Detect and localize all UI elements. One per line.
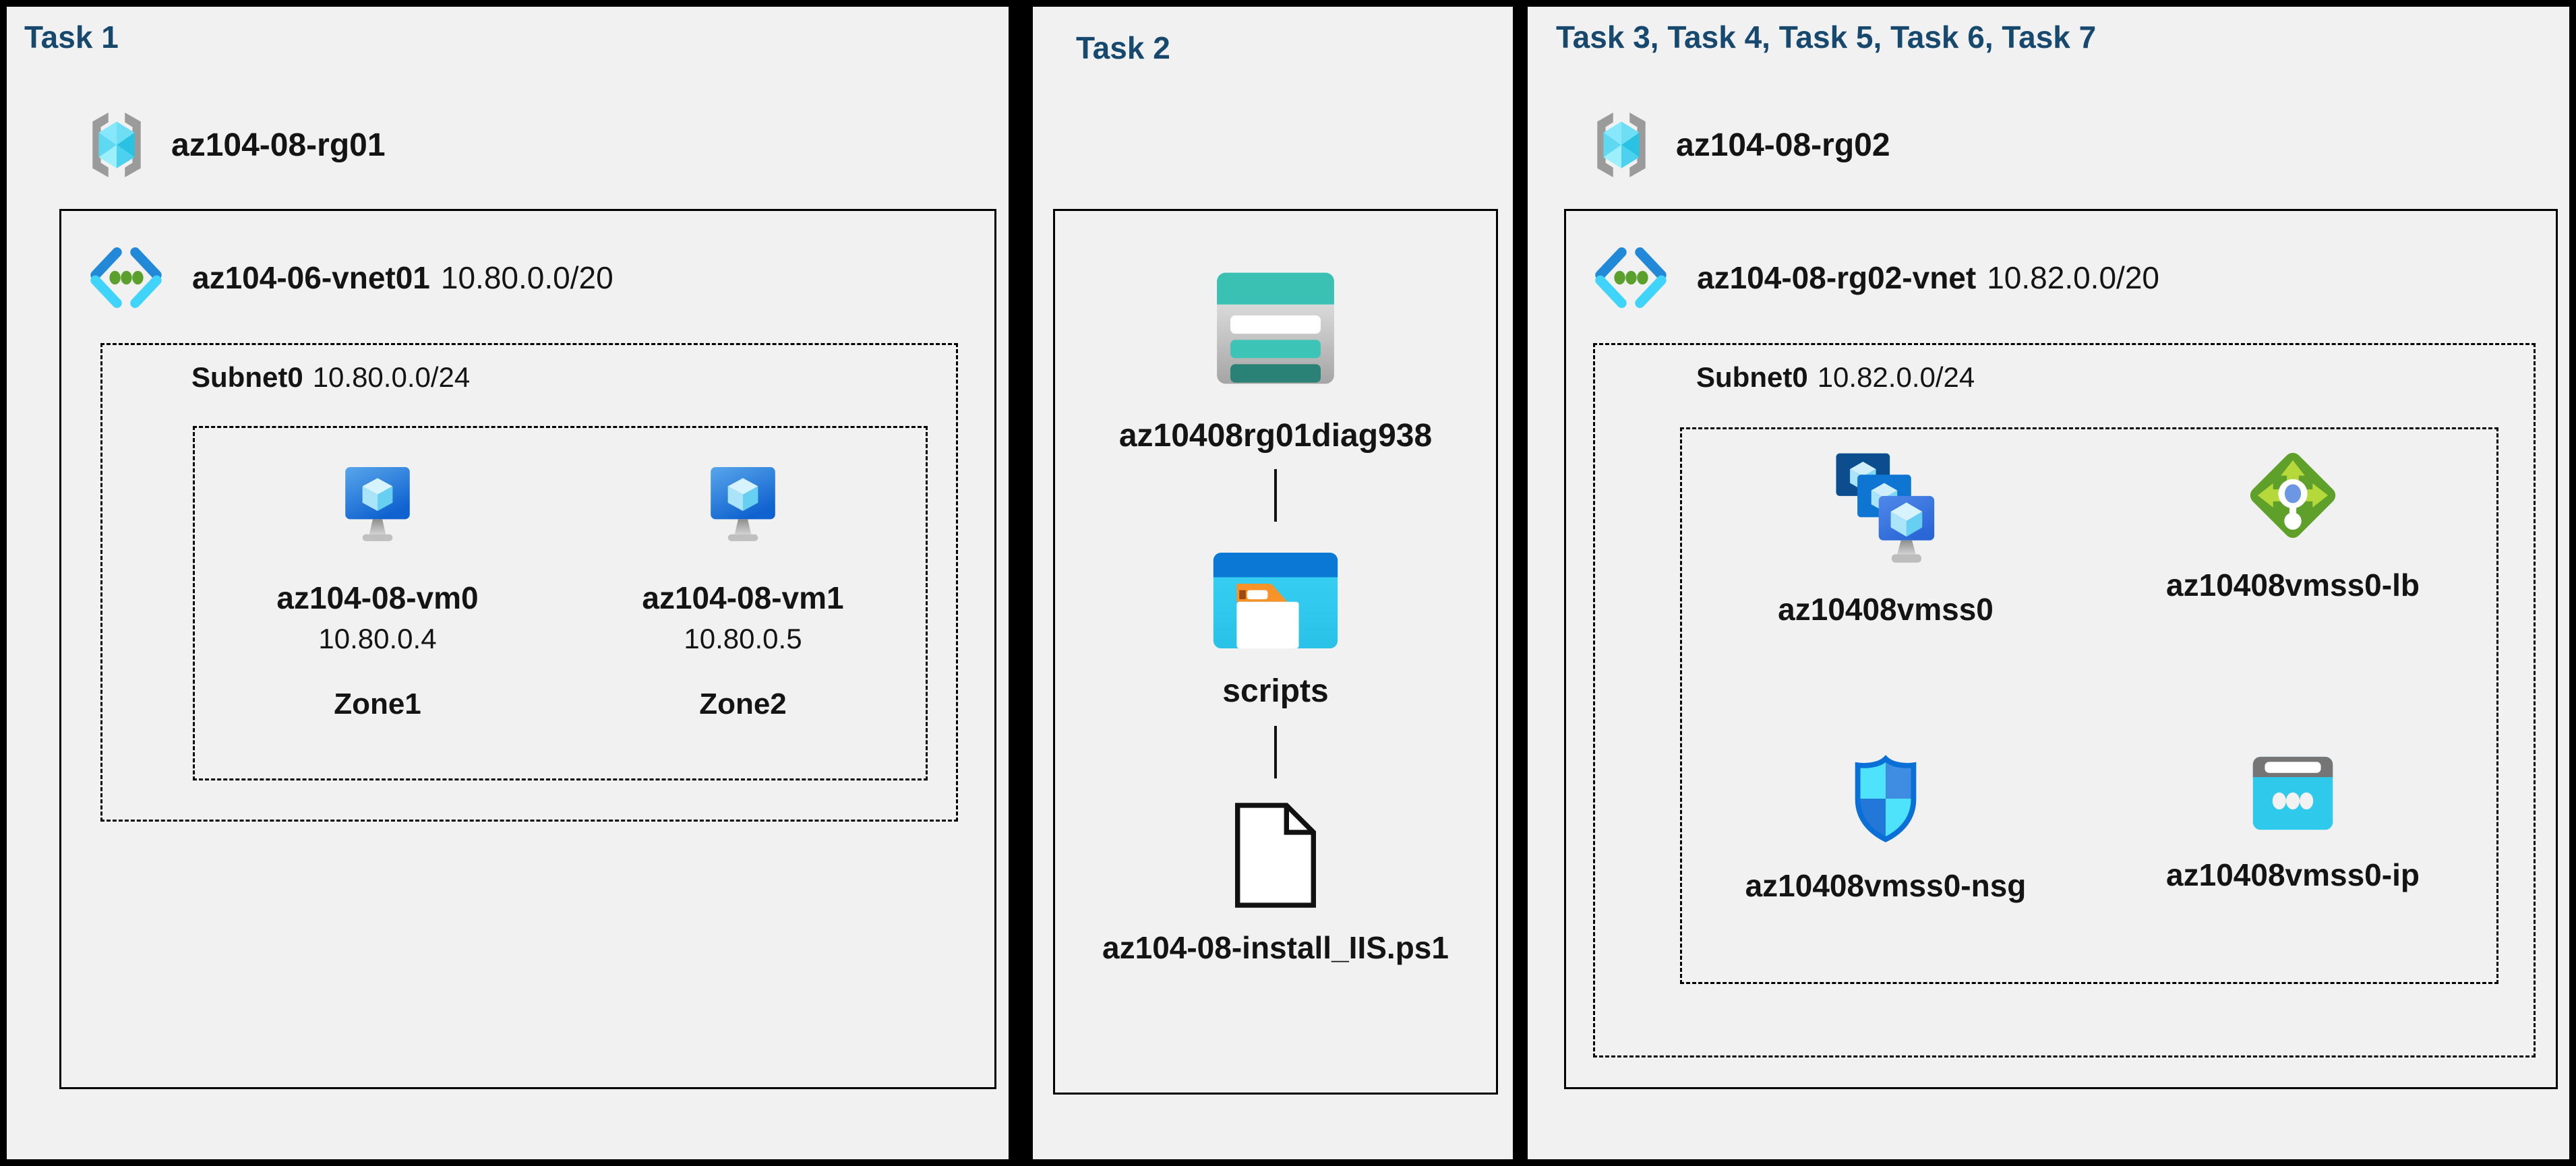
vm-group-box: az104-08-vm0 10.80.0.4 Zone1 az104-08-vm… (193, 426, 928, 780)
connector-line (1274, 469, 1277, 522)
resource-item: az10408vmss0 (1682, 429, 2089, 706)
file-name: az104-08-install_IIS.ps1 (1102, 930, 1449, 965)
virtual-machine-icon (345, 467, 410, 541)
vm-name: az104-08-vm1 (642, 580, 844, 615)
vnet-name: az104-06-vnet01 (192, 260, 430, 295)
resource-group-row: az104-08-rg02 (1587, 109, 1890, 181)
vnet-header: az104-08-rg02-vnet 10.82.0.0/20 (1592, 246, 2159, 309)
public-ip-icon (2252, 756, 2333, 830)
vnet-box: az104-06-vnet01 10.80.0.0/20 Subnet0 10.80… (59, 209, 996, 1089)
resource-name: az10408vmss0-nsg (1745, 868, 2027, 903)
task2-heading: Task 2 (1076, 30, 1170, 65)
container-name: scripts (1222, 673, 1329, 709)
vm-ip: 10.80.0.5 (684, 623, 802, 654)
storage-account-name: az10408rg01diag938 (1118, 418, 1433, 454)
vnet-header: az104-06-vnet01 10.80.0.0/20 (87, 246, 613, 309)
resource-group-row: az104-08-rg01 (82, 109, 386, 181)
task37-heading: Task 3, Task 4, Task 5, Task 6, Task 7 (1556, 20, 2097, 55)
panel-task1: Task 1 az104-08-rg01 a (7, 7, 1009, 1159)
connector-line (1274, 726, 1277, 778)
resource-group-name: az104-08-rg02 (1676, 127, 1890, 163)
storage-account-icon (1217, 272, 1334, 384)
resource-name: az10408vmss0 (1778, 592, 1994, 627)
resource-item: az10408vmss0-lb (2089, 429, 2496, 706)
vm-name: az104-08-vm0 (276, 580, 479, 615)
panel-task2: Task 2 az10408rg01diag938 scripts (1033, 7, 1513, 1159)
resource-name: az10408vmss0-ip (2166, 857, 2420, 892)
panel-task37: Task 3, Task 4, Task 5, Task 6, Task 7 a… (1528, 7, 2569, 1159)
storage-chain: az10408rg01diag938 scripts az104-08-inst… (1055, 211, 1496, 966)
load-balancer-icon (2250, 452, 2336, 539)
virtual-network-icon (1595, 247, 1667, 308)
network-security-group-icon (1855, 755, 1917, 842)
resource-group-name: az104-08-rg01 (171, 127, 386, 163)
vm-ip: 10.80.0.4 (318, 623, 437, 654)
vm-zone: Zone2 (699, 687, 787, 720)
vnet-cidr: 10.80.0.0/20 (440, 260, 613, 295)
subnet-label: Subnet0 10.82.0.0/24 (1696, 361, 1975, 394)
subnet-cidr: 10.80.0.0/24 (312, 361, 471, 393)
vnet-label: az104-08-rg02-vnet 10.82.0.0/20 (1697, 259, 2159, 296)
subnet-name: Subnet0 (191, 361, 303, 393)
vm-item: az104-08-vm1 10.80.0.5 Zone2 (642, 428, 844, 778)
vnet-cidr: 10.82.0.0/20 (1987, 260, 2159, 295)
subnet-box: Subnet0 10.82.0.0/24 (1593, 343, 2536, 1057)
folder-icon (1213, 552, 1338, 649)
subnet-box: Subnet0 10.80.0.0/24 az104-08-vm0 10.80.0… (100, 343, 958, 822)
resource-item: az10408vmss0-ip (2089, 706, 2496, 982)
resource-name: az10408vmss0-lb (2166, 567, 2420, 603)
storage-chain-box: az10408rg01diag938 scripts az104-08-inst… (1053, 209, 1498, 1095)
vm-item: az104-08-vm0 10.80.0.4 Zone1 (276, 428, 479, 778)
vmss-icon (1836, 453, 1935, 563)
resource-group-icon (92, 113, 141, 177)
vnet-box: az104-08-rg02-vnet 10.82.0.0/20 Subnet0 10… (1564, 209, 2558, 1089)
resource-group-grid: az10408vmss0 az10408vmss0-lb (1680, 427, 2498, 984)
file-icon (1235, 803, 1316, 908)
vm-zone: Zone1 (334, 687, 421, 720)
virtual-network-icon (90, 247, 162, 308)
virtual-machine-icon (711, 467, 775, 541)
subnet-label: Subnet0 10.80.0.0/24 (191, 361, 470, 394)
task1-heading: Task 1 (24, 20, 119, 55)
resource-group-icon (1597, 113, 1646, 177)
subnet-name: Subnet0 (1696, 361, 1808, 393)
vnet-name: az104-08-rg02-vnet (1697, 260, 1977, 295)
resource-item: az10408vmss0-nsg (1682, 706, 2089, 982)
subnet-cidr: 10.82.0.0/24 (1817, 361, 1975, 393)
vnet-label: az104-06-vnet01 10.80.0.0/20 (192, 259, 613, 296)
